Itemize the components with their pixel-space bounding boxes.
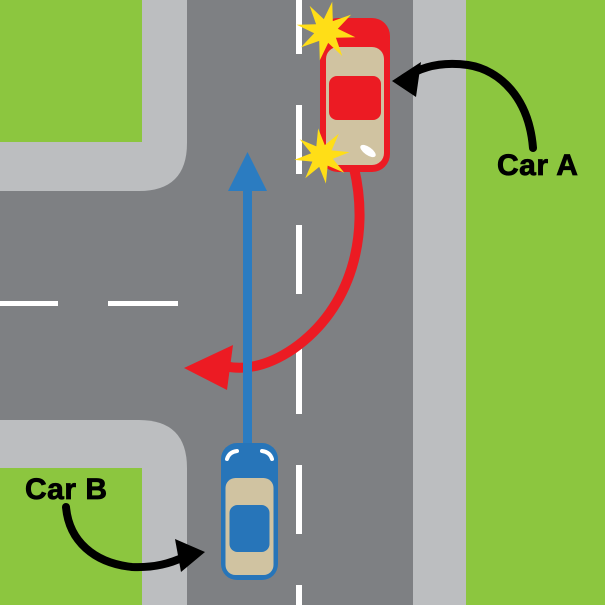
sidewalk-right [413, 0, 466, 605]
car-a-pointer-arrow-icon [392, 59, 537, 152]
car-b-headlight-left [225, 449, 239, 461]
car-b-pointer-curve [62, 503, 188, 572]
blue-straight-path-arrowhead [228, 152, 267, 191]
car-a-roof [329, 76, 381, 120]
car-b-blue-car-icon [221, 443, 278, 580]
blue-straight-path-arrow-icon [228, 152, 267, 444]
car-b-label: Car B [25, 473, 108, 507]
car-a-red-car-icon [320, 18, 390, 172]
grass-bottom-left [0, 468, 142, 605]
car-a-pointer-arrowhead [392, 62, 421, 97]
car-a-label: Car A [497, 149, 579, 183]
grass-top-left [0, 0, 142, 142]
centre-line-side-road-dash-1 [0, 301, 58, 306]
car-b-headlight-right [260, 449, 274, 461]
car-a-pointer-curve [400, 59, 537, 152]
red-turn-path-arrowhead [184, 345, 233, 390]
car-b-pointer-arrowhead [175, 539, 205, 572]
car-b-roof [229, 505, 270, 552]
car-b-pointer-arrow-icon [62, 503, 205, 572]
car-a-headlight [360, 144, 376, 158]
centre-line-side-road-dash-2 [108, 301, 178, 306]
grass-right [466, 0, 605, 605]
red-turn-path-arrow-icon [184, 163, 365, 390]
